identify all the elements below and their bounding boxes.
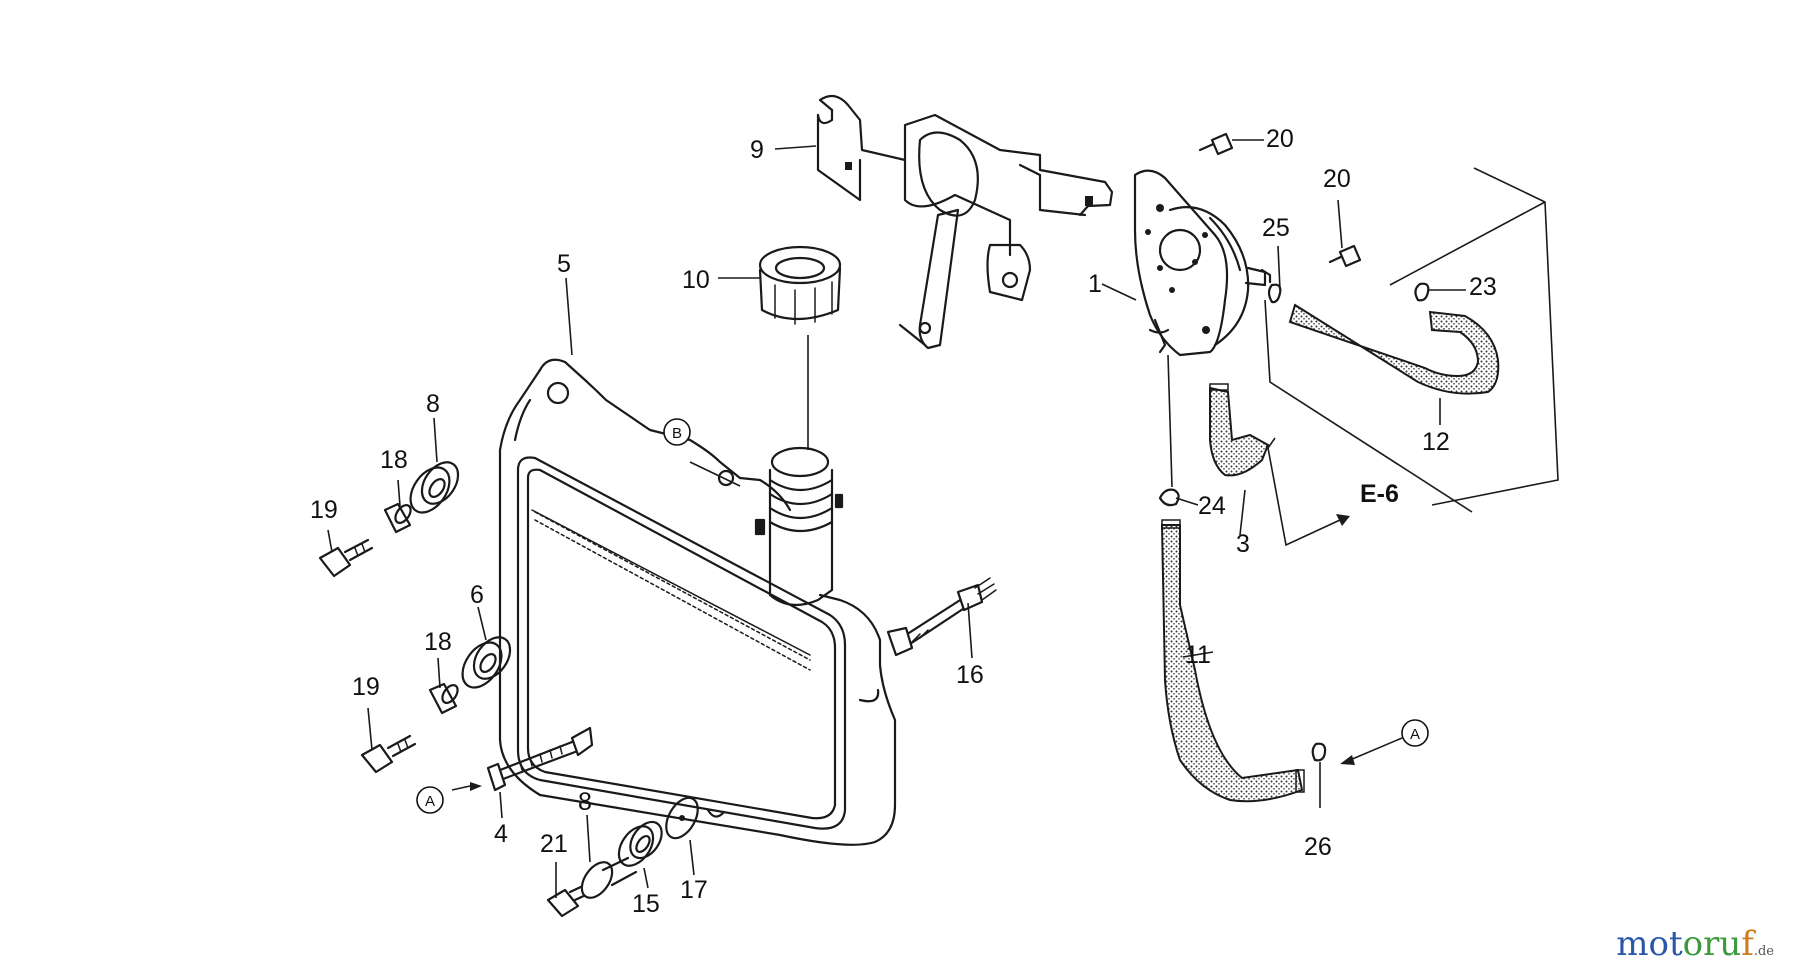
callout-1: 1: [1088, 270, 1102, 298]
callout-15: 15: [632, 890, 660, 918]
hose-3: [1209, 383, 1270, 477]
callout-26: 26: [1304, 833, 1332, 861]
clip-23: [1414, 282, 1430, 302]
svg-text:A: A: [1410, 726, 1420, 743]
callout-20-right: 20: [1323, 165, 1351, 193]
callout-16: 16: [956, 661, 984, 689]
callout-labels: 1 3 4 5 6 8 8 9 10 11 12 15 16 17 18 18 …: [310, 125, 1497, 918]
bolt-19-top: [318, 538, 374, 578]
callout-23: 23: [1469, 273, 1497, 301]
callout-10: 10: [682, 266, 710, 294]
collar-8-bottom: [580, 856, 638, 899]
marker-b-tank: B: [663, 418, 691, 446]
grommet-15: [617, 820, 663, 867]
callout-24: 24: [1198, 492, 1226, 520]
reference-e6: E-6: [1360, 480, 1399, 508]
bolt-4: [486, 726, 594, 792]
clip-25: [1267, 283, 1282, 304]
callout-8-bottom: 8: [578, 788, 592, 816]
callout-4: 4: [494, 820, 508, 848]
collar-18-bottom: [428, 682, 459, 715]
callout-18-top: 18: [380, 446, 408, 474]
hose-12: [1288, 303, 1500, 395]
screw-20-top: [1198, 132, 1234, 156]
svg-text:B: B: [672, 425, 682, 442]
callout-18-bottom: 18: [424, 628, 452, 656]
bolt-19-bottom: [360, 734, 417, 774]
leader-lines: [327, 139, 1559, 898]
fuel-tank: [498, 358, 897, 846]
washer-17: [665, 796, 699, 840]
grommet-6: [461, 636, 512, 689]
fuel-cap: [758, 245, 842, 325]
callout-11: 11: [1185, 641, 1211, 669]
callout-21: 21: [540, 830, 568, 858]
callout-20-top: 20: [1266, 125, 1294, 153]
callout-8-top: 8: [426, 390, 440, 418]
marker-a-clip: A: [1401, 719, 1429, 747]
callout-9: 9: [750, 136, 764, 164]
callout-19-bottom: 19: [352, 673, 380, 701]
callout-12: 12: [1422, 428, 1450, 456]
callout-5: 5: [557, 250, 571, 278]
callout-3: 3: [1236, 530, 1250, 558]
callout-19-top: 19: [310, 496, 338, 524]
callout-6: 6: [470, 581, 484, 609]
clip-26: [1311, 742, 1327, 762]
clip-24: [1158, 488, 1180, 507]
marker-a-bolt: A: [416, 786, 444, 814]
collar-18-top: [383, 502, 412, 534]
screw-16: [886, 577, 997, 657]
svg-text:A: A: [425, 793, 435, 810]
watermark: motoruf.de: [1616, 924, 1774, 964]
hose-11: [1160, 519, 1305, 803]
callout-17: 17: [680, 876, 708, 904]
screw-20-right: [1328, 244, 1362, 268]
fuel-pump: [1133, 169, 1272, 357]
callout-25: 25: [1262, 214, 1290, 242]
tank-bracket: [816, 94, 1114, 350]
grommet-8-top: [409, 461, 460, 514]
